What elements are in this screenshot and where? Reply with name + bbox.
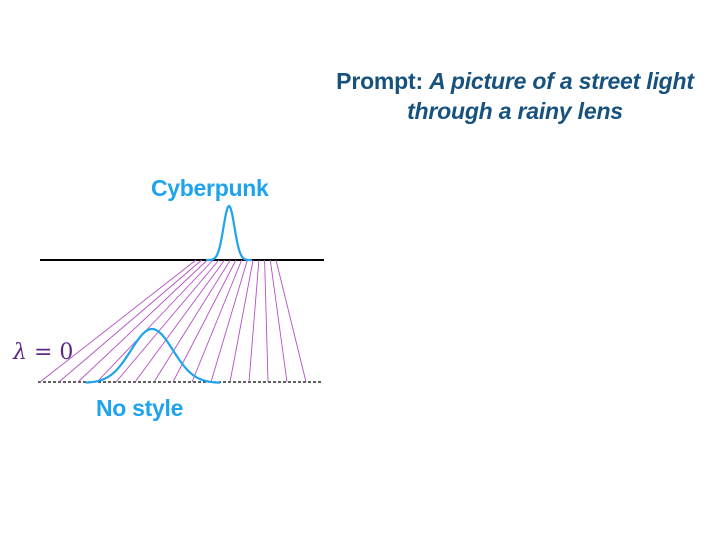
cyberpunk-label: Cyberpunk [151, 175, 269, 201]
mapping-line [229, 259, 254, 383]
mapping-line [77, 259, 208, 383]
mapping-line [172, 259, 237, 383]
top-distribution-curve [205, 204, 253, 262]
prompt-line-1: Prompt: A picture of a street light [300, 66, 720, 96]
mapping-line [210, 259, 248, 383]
prompt-text-part-2: through a rainy lens [407, 98, 623, 124]
mapping-line [115, 259, 220, 383]
prompt-caption: Prompt: A picture of a street light thro… [300, 66, 720, 126]
prompt-label: Prompt: [336, 68, 423, 94]
bottom-distribution-curve [85, 327, 221, 384]
mapping-lines [39, 259, 307, 383]
mapping-line [96, 259, 214, 383]
mapping-line [269, 259, 288, 383]
mapping-line [153, 259, 231, 383]
mapping-line [248, 259, 260, 383]
mapping-line [264, 259, 269, 383]
mapping-line [58, 259, 202, 383]
lambda-equals: = 0 [33, 340, 74, 365]
mapping-line [39, 259, 197, 383]
lambda-zero-label: λ = 0 [13, 340, 73, 365]
mapping-line [275, 259, 307, 383]
mapping-line [134, 259, 225, 383]
mapping-line [191, 259, 243, 383]
prompt-text-part-1: A picture of a street light [429, 68, 694, 94]
no-style-label: No style [96, 395, 184, 421]
lambda-symbol: λ [13, 340, 27, 365]
